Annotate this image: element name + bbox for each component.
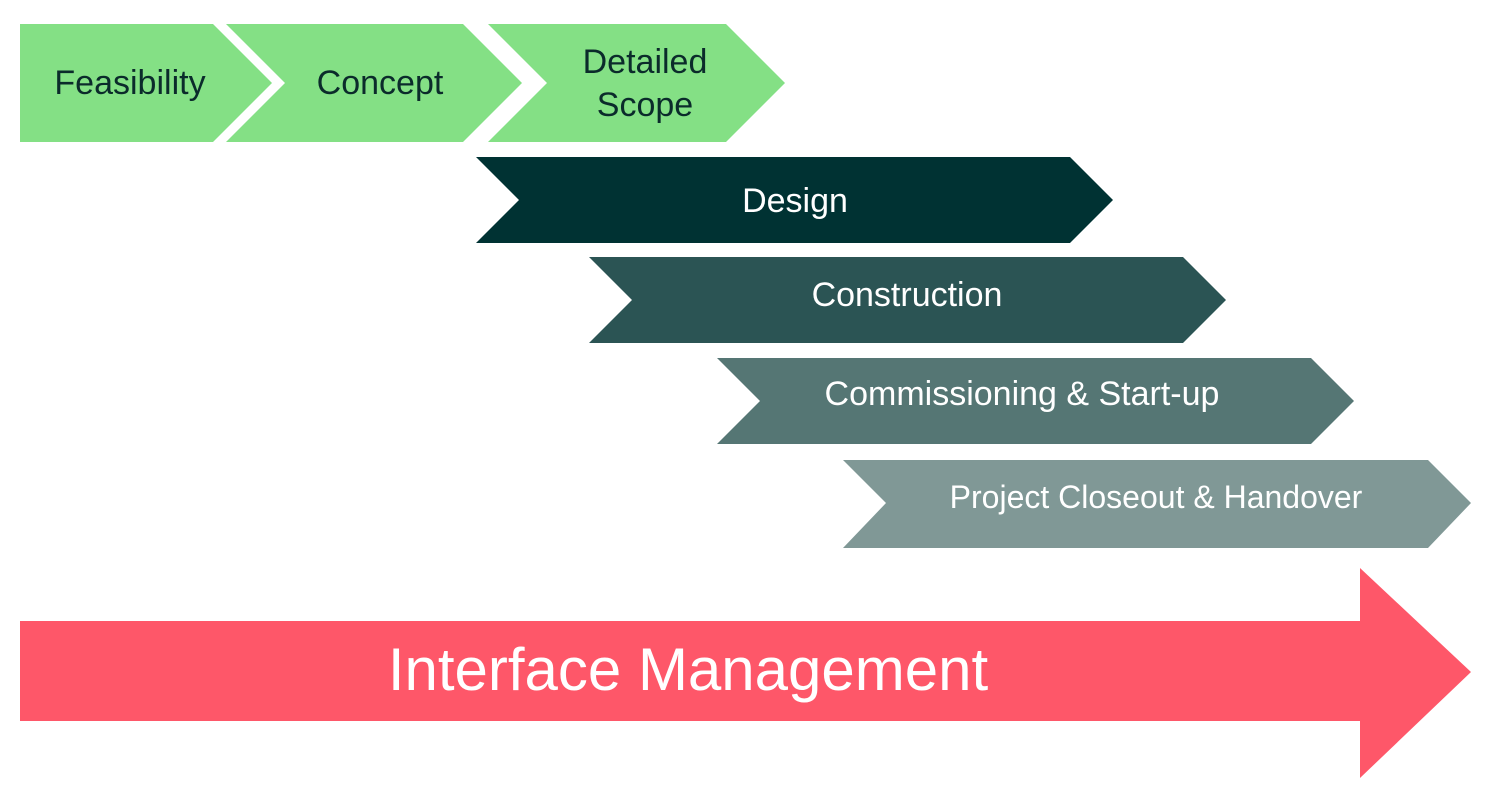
concept-label: Concept [317,64,444,102]
concept-chevron [226,24,522,142]
commissioning-label: Commissioning & Start-up [825,375,1220,413]
detailed-scope-chevron [488,24,785,142]
feasibility-label: Feasibility [54,64,205,102]
design-label: Design [742,182,848,220]
interface-management-label: Interface Management [388,636,989,703]
detailed-scope-label-line2: Scope [597,86,693,124]
construction-label: Construction [812,276,1003,314]
closeout-label: Project Closeout & Handover [950,479,1363,515]
construction-chevron [589,257,1226,343]
feasibility-chevron [20,24,272,142]
detailed-scope-label-line1: Detailed [583,43,708,81]
closeout-chevron [843,460,1471,548]
commissioning-chevron [717,358,1354,444]
design-chevron [476,157,1113,243]
interface-management-arrow [20,568,1471,778]
